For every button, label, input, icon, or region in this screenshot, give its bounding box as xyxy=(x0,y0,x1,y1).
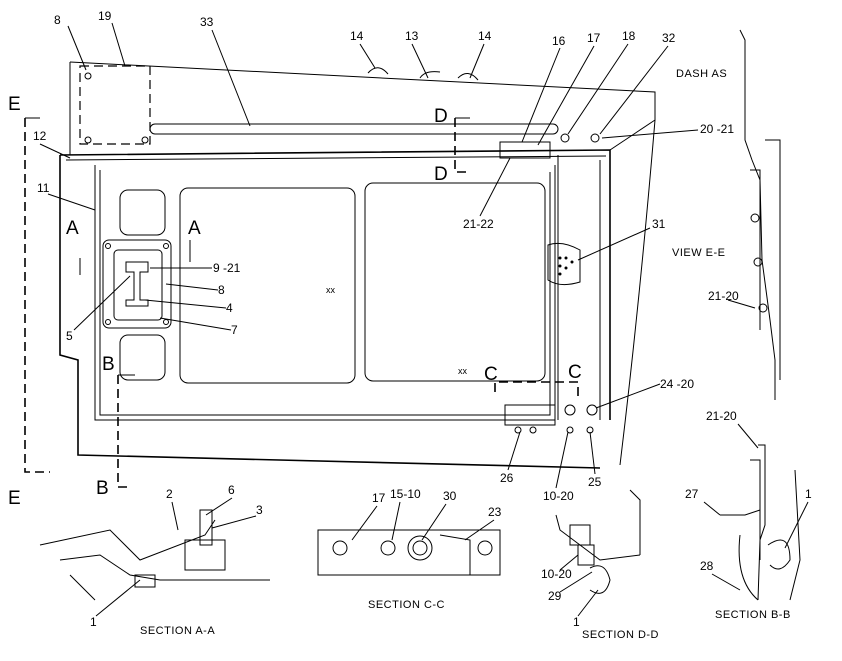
section-d-d-drawing xyxy=(555,489,641,594)
callout-28: 28 xyxy=(700,559,714,573)
stamp-2: xx xyxy=(458,366,468,376)
callout-15-10: 15-10 xyxy=(390,487,421,501)
section-a-a-drawing xyxy=(39,509,270,601)
dashboard-panel xyxy=(59,61,656,469)
letter-b-top: B xyxy=(102,354,115,375)
caption-section-a-a: SECTION A-A xyxy=(140,625,215,637)
stamps: xx xx xyxy=(326,285,468,376)
part-callouts: 8 19 33 14 13 14 16 17 18 32 12 11 9 -21… xyxy=(33,9,812,629)
callout-17: 17 xyxy=(587,31,601,45)
callout-14b: 14 xyxy=(478,29,492,43)
letter-a-right: A xyxy=(188,218,201,239)
callout-30: 30 xyxy=(443,489,457,503)
callout-8b: 8 xyxy=(218,283,225,297)
section-b-b-drawing xyxy=(720,444,801,601)
callout-11: 11 xyxy=(37,181,50,195)
callout-21-20-b: 21-20 xyxy=(706,409,737,423)
callout-33: 33 xyxy=(200,15,214,29)
callout-13: 13 xyxy=(405,29,419,43)
section-c-c-drawing xyxy=(317,529,501,576)
callout-23: 23 xyxy=(488,505,502,519)
callout-1-a: 1 xyxy=(90,615,97,629)
callout-24-20: 24 -20 xyxy=(660,377,694,391)
callout-19: 19 xyxy=(98,9,112,23)
view-letters: E E A A B B C C D D xyxy=(8,94,582,509)
callout-32: 32 xyxy=(662,31,676,45)
callout-10-20-d: 10-20 xyxy=(541,567,572,581)
letter-c-left: C xyxy=(484,364,498,385)
callout-14: 14 xyxy=(350,29,364,43)
stamp-1: xx xyxy=(326,285,336,295)
callout-20-21: 20 -21 xyxy=(700,122,734,136)
caption-dash: DASH AS xyxy=(676,68,727,80)
callout-18: 18 xyxy=(622,29,636,43)
callout-12: 12 xyxy=(33,129,47,143)
letter-d-bottom: D xyxy=(434,164,448,185)
letter-a-left: A xyxy=(66,218,79,239)
letter-c-right: C xyxy=(568,362,582,383)
callout-25: 25 xyxy=(588,475,602,489)
letter-b-bottom: B xyxy=(96,478,109,499)
captions: DASH AS VIEW E-E SECTION A-A SECTION C-C… xyxy=(140,68,791,641)
caption-section-b-b: SECTION B-B xyxy=(715,609,791,621)
callout-21-22: 21-22 xyxy=(463,217,494,231)
callout-1-d: 1 xyxy=(573,615,580,629)
caption-section-c-c: SECTION C-C xyxy=(368,599,445,611)
callout-29: 29 xyxy=(548,589,562,603)
callout-3: 3 xyxy=(256,503,263,517)
caption-section-d-d: SECTION D-D xyxy=(582,629,659,641)
caption-view-e-e: VIEW E-E xyxy=(672,247,726,259)
callout-9-21: 9 -21 xyxy=(213,261,241,275)
callout-31: 31 xyxy=(652,217,666,231)
letter-e-bottom: E xyxy=(8,488,21,509)
callout-2: 2 xyxy=(166,487,173,501)
leader-lines xyxy=(39,22,809,617)
letter-d-top: D xyxy=(434,106,448,127)
callout-6: 6 xyxy=(228,483,235,497)
letter-e-top: E xyxy=(8,94,21,115)
callout-4: 4 xyxy=(226,301,233,315)
callout-8: 8 xyxy=(54,13,61,27)
callout-21-20-e: 21-20 xyxy=(708,289,739,303)
callout-17-c: 17 xyxy=(372,491,386,505)
callout-27: 27 xyxy=(685,487,699,501)
callout-16: 16 xyxy=(552,34,566,48)
section-lines xyxy=(24,117,579,488)
callout-10-20: 10-20 xyxy=(543,489,574,503)
callout-5: 5 xyxy=(66,329,73,343)
view-e-e-drawing xyxy=(739,29,781,400)
callout-1-b: 1 xyxy=(805,487,812,501)
callout-7: 7 xyxy=(231,323,238,337)
callout-26: 26 xyxy=(500,471,514,485)
